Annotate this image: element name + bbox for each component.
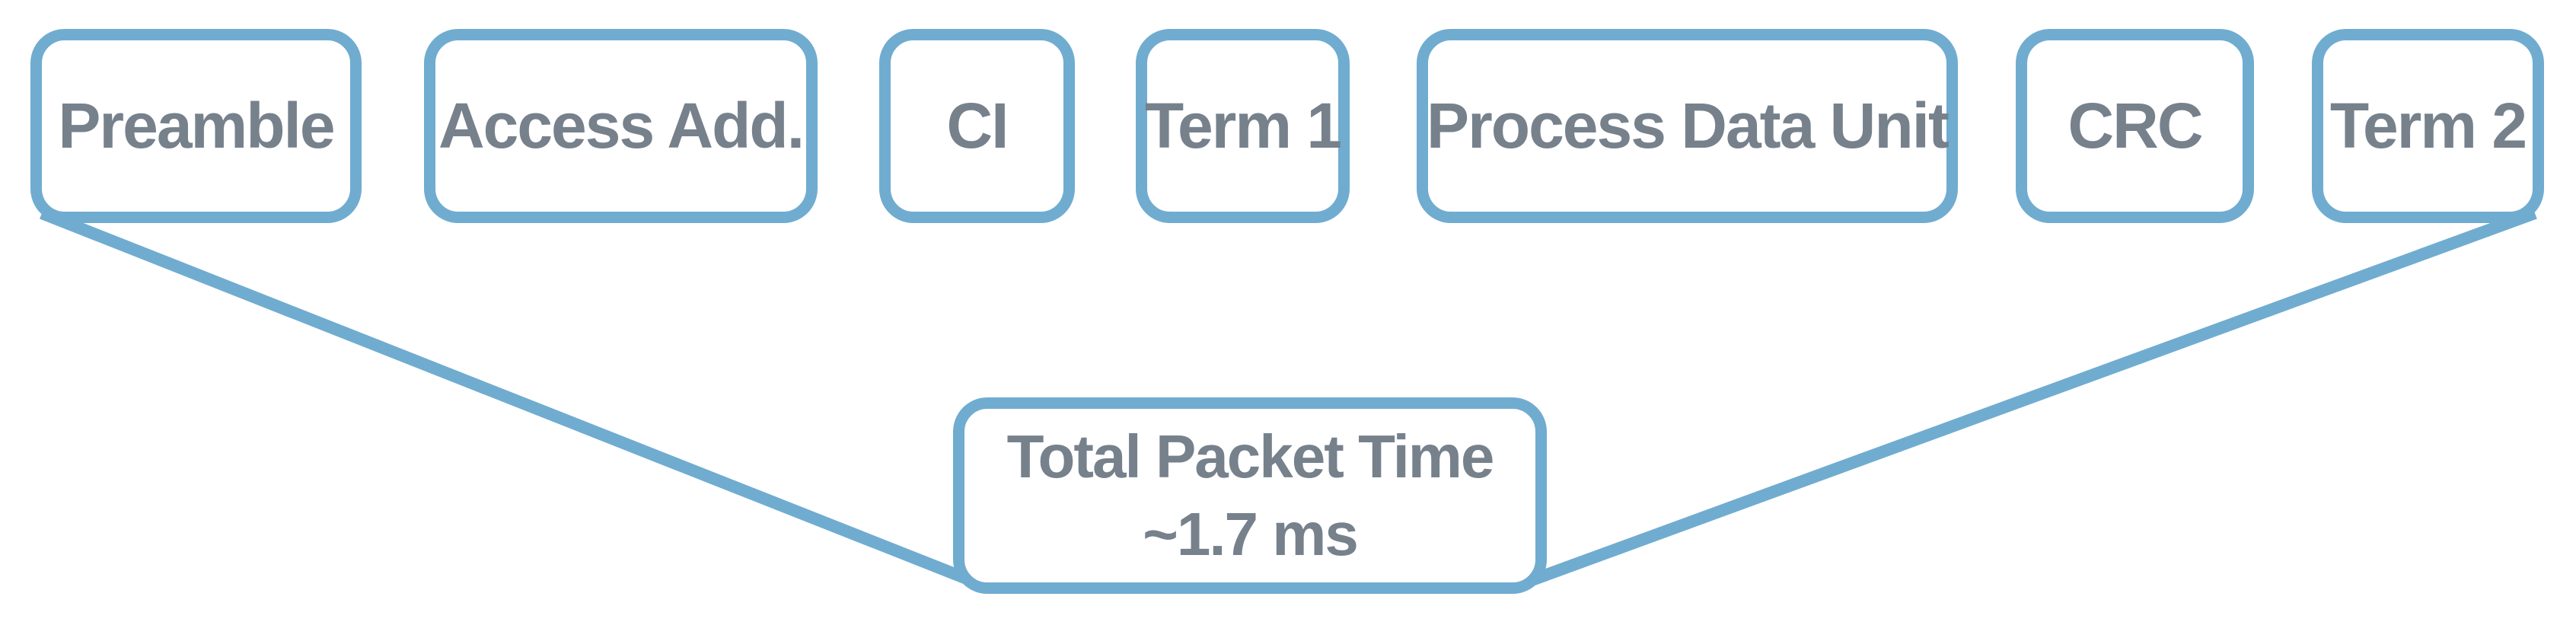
total-packet-time-box: Total Packet Time ~1.7 ms [953, 397, 1547, 594]
packet-field-label: Access Add. [438, 90, 805, 161]
packet-field-label: CRC [2067, 90, 2204, 161]
total-packet-time-value: ~1.7 ms [1143, 500, 1359, 568]
packet-field-label: Preamble [58, 90, 335, 161]
packet-field-label: Process Data Unit [1427, 90, 1950, 161]
left-span-line [40, 207, 992, 594]
packet-field-access-add: Access Add. [424, 29, 818, 223]
packet-field-ci: CI [879, 29, 1075, 223]
packet-field-crc: CRC [2016, 29, 2254, 223]
packet-field-label: Term 1 [1144, 90, 1342, 161]
packet-field-preamble: Preamble [30, 29, 362, 223]
packet-field-label: CI [946, 90, 1009, 161]
packet-field-process-data-unit: Process Data Unit [1417, 29, 1958, 223]
packet-field-label: Term 2 [2329, 90, 2527, 161]
packet-field-term-1: Term 1 [1136, 29, 1350, 223]
total-packet-time-label: Total Packet Time [1006, 422, 1495, 490]
packet-field-term-2: Term 2 [2312, 29, 2544, 223]
right-span-line [1509, 207, 2537, 594]
